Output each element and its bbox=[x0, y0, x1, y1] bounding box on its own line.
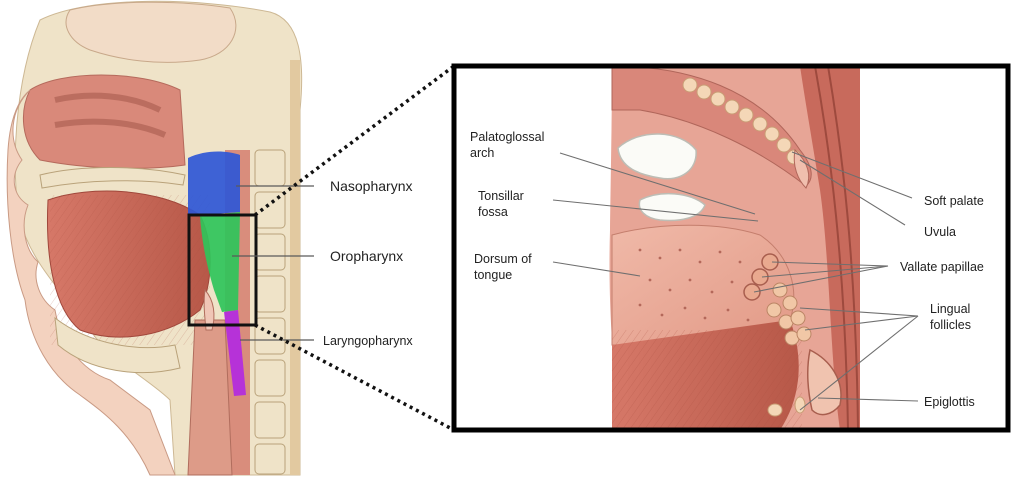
label-nasopharynx: Nasopharynx bbox=[330, 178, 413, 194]
sagittal-head-illustration: Nasopharynx Oropharynx Laryngopharynx bbox=[7, 1, 413, 475]
oropharynx-inset: Palatoglossal arch Tonsillar fossa Dorsu… bbox=[454, 66, 1008, 430]
label-uvula: Uvula bbox=[924, 225, 956, 239]
label-oropharynx: Oropharynx bbox=[330, 248, 403, 264]
label-laryngopharynx: Laryngopharynx bbox=[323, 334, 413, 348]
label-soft-palate: Soft palate bbox=[924, 194, 984, 208]
nasopharynx-region bbox=[188, 152, 240, 216]
larynx-trachea bbox=[188, 320, 232, 475]
label-epiglottis: Epiglottis bbox=[924, 395, 975, 409]
label-vallate-papillae: Vallate papillae bbox=[900, 260, 984, 274]
